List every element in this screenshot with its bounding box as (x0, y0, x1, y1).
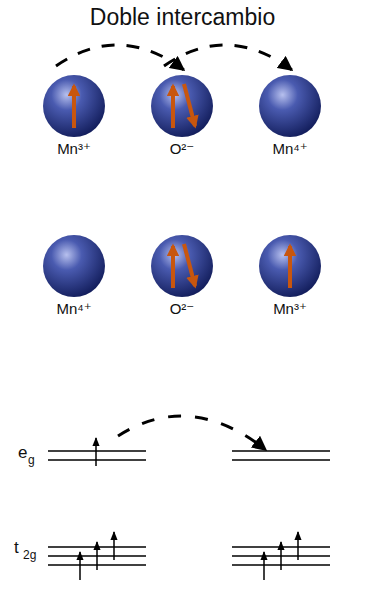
ion-label: Mn³⁺ (273, 300, 307, 318)
ion-label: Mn³⁺ (57, 140, 91, 158)
atom-node: Mn³⁺ (246, 234, 334, 318)
hop-arrow (118, 416, 266, 450)
ion-label: O²⁻ (170, 140, 195, 158)
electron-arrow (80, 438, 298, 580)
spin-arrow (74, 84, 290, 288)
orbital-label: t (14, 538, 19, 558)
orbital-label: e (18, 443, 27, 463)
energy-level (48, 451, 330, 565)
atom-node: O²⁻ (138, 74, 226, 158)
title: Doble intercambio (90, 4, 275, 31)
atom-node: O²⁻ (138, 234, 226, 318)
ion-label: O²⁻ (170, 300, 195, 318)
hop-arrow (164, 45, 292, 70)
sphere (43, 75, 321, 297)
ion-label: Mn⁴⁺ (56, 300, 91, 318)
ion-label: Mn⁴⁺ (272, 140, 307, 158)
atom-node: Mn⁴⁺ (246, 74, 334, 158)
atom-node: Mn³⁺ (30, 74, 118, 158)
orbital-label: g (28, 453, 35, 467)
atom-node: Mn⁴⁺ (30, 234, 118, 318)
orbital-label: 2g (23, 548, 36, 562)
